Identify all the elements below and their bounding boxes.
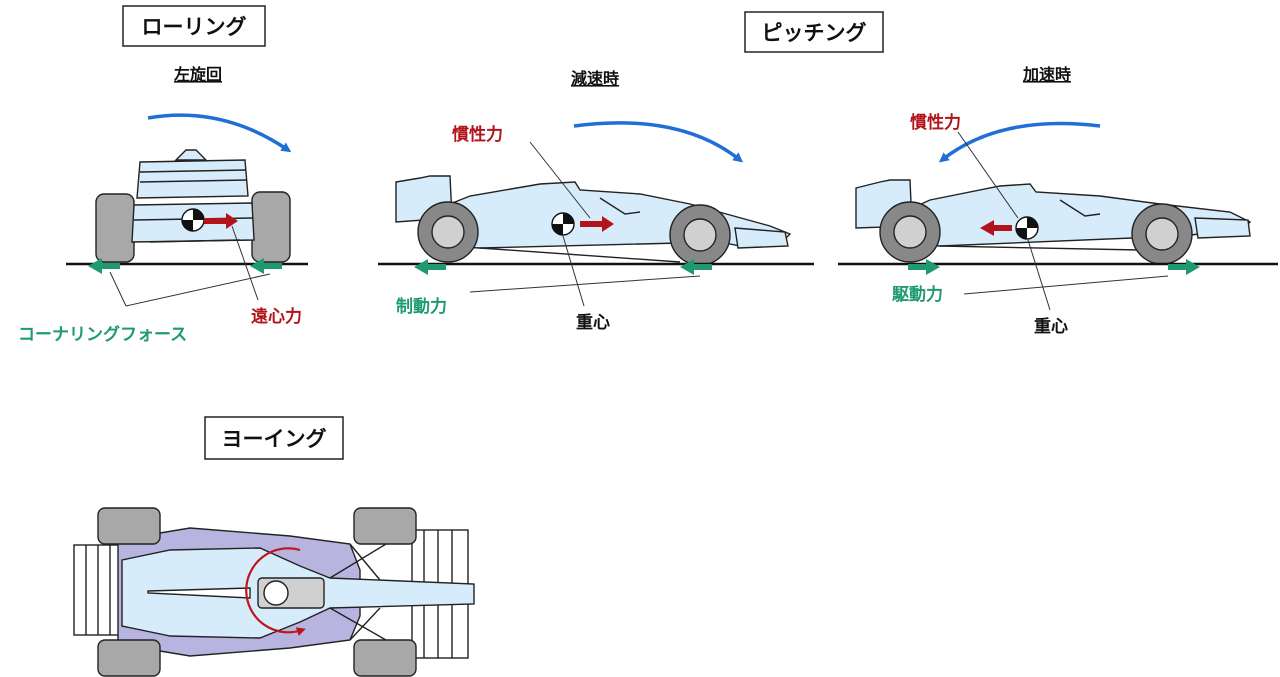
drive-force-label: 駆動力: [892, 284, 943, 305]
acceleration-subtitle: 加速時: [1022, 65, 1071, 84]
decel-cog-label: 重心: [576, 312, 610, 333]
centrifugal-force-label: 遠心力: [251, 306, 302, 327]
yawing-title: ヨーイング: [222, 427, 327, 451]
braking-force-label: 制動力: [396, 296, 447, 317]
cornering-force-arrow-right: [250, 258, 282, 274]
rolling-title: ローリング: [142, 15, 247, 39]
left-turn-subtitle: 左旋回: [173, 65, 222, 84]
car-side-view-decel: [395, 175, 792, 266]
deceleration-subtitle: 減速時: [571, 69, 619, 88]
tire-rear-bottom: [97, 639, 161, 677]
decel-pitch-arrow: [573, 121, 744, 163]
drive-force-arrow-front: [1168, 259, 1200, 275]
yawing-diagram: [73, 507, 475, 677]
decel-braking-arrow-rear: [414, 259, 446, 275]
centrifugal-force-arrow: [204, 213, 238, 229]
accel-inertia-label: 慣性力: [910, 112, 961, 133]
tire-front-top: [353, 507, 417, 545]
acceleration-diagram: 慣性力 駆動力 重心: [838, 112, 1278, 337]
car-side-view-accel: [855, 179, 1252, 265]
pitching-title: ピッチング: [762, 21, 867, 45]
deceleration-diagram: 慣性力 制動力 重心: [378, 121, 814, 333]
accel-cog-label: 重心: [1034, 316, 1068, 337]
rolling-title-box: ローリング: [122, 5, 266, 47]
rolling-diagram: 遠心力 コーナリングフォース: [18, 113, 308, 345]
accel-inertia-arrow: [980, 220, 1012, 236]
tire-front-bottom: [353, 639, 417, 677]
pitching-title-box: ピッチング: [744, 11, 884, 53]
decel-cog-marker: [551, 212, 575, 236]
tire-rear-top: [97, 507, 161, 545]
decel-inertia-label: 慣性力: [452, 124, 503, 145]
car-front-view: [95, 149, 291, 263]
decel-braking-arrow-front: [680, 259, 712, 275]
cornering-force-arrow-left: [88, 258, 120, 274]
cornering-force-label: コーナリングフォース: [18, 324, 187, 345]
yaw-rotation-circle: [245, 547, 306, 636]
drive-force-arrow-rear: [908, 259, 940, 275]
accel-cog-marker: [1015, 216, 1039, 240]
roll-rotation-arrow: [147, 113, 292, 153]
yawing-title-box: ヨーイング: [204, 416, 344, 460]
decel-inertia-arrow: [580, 216, 614, 232]
accel-pitch-arrow: [938, 121, 1101, 163]
roll-cog-marker: [181, 208, 205, 232]
